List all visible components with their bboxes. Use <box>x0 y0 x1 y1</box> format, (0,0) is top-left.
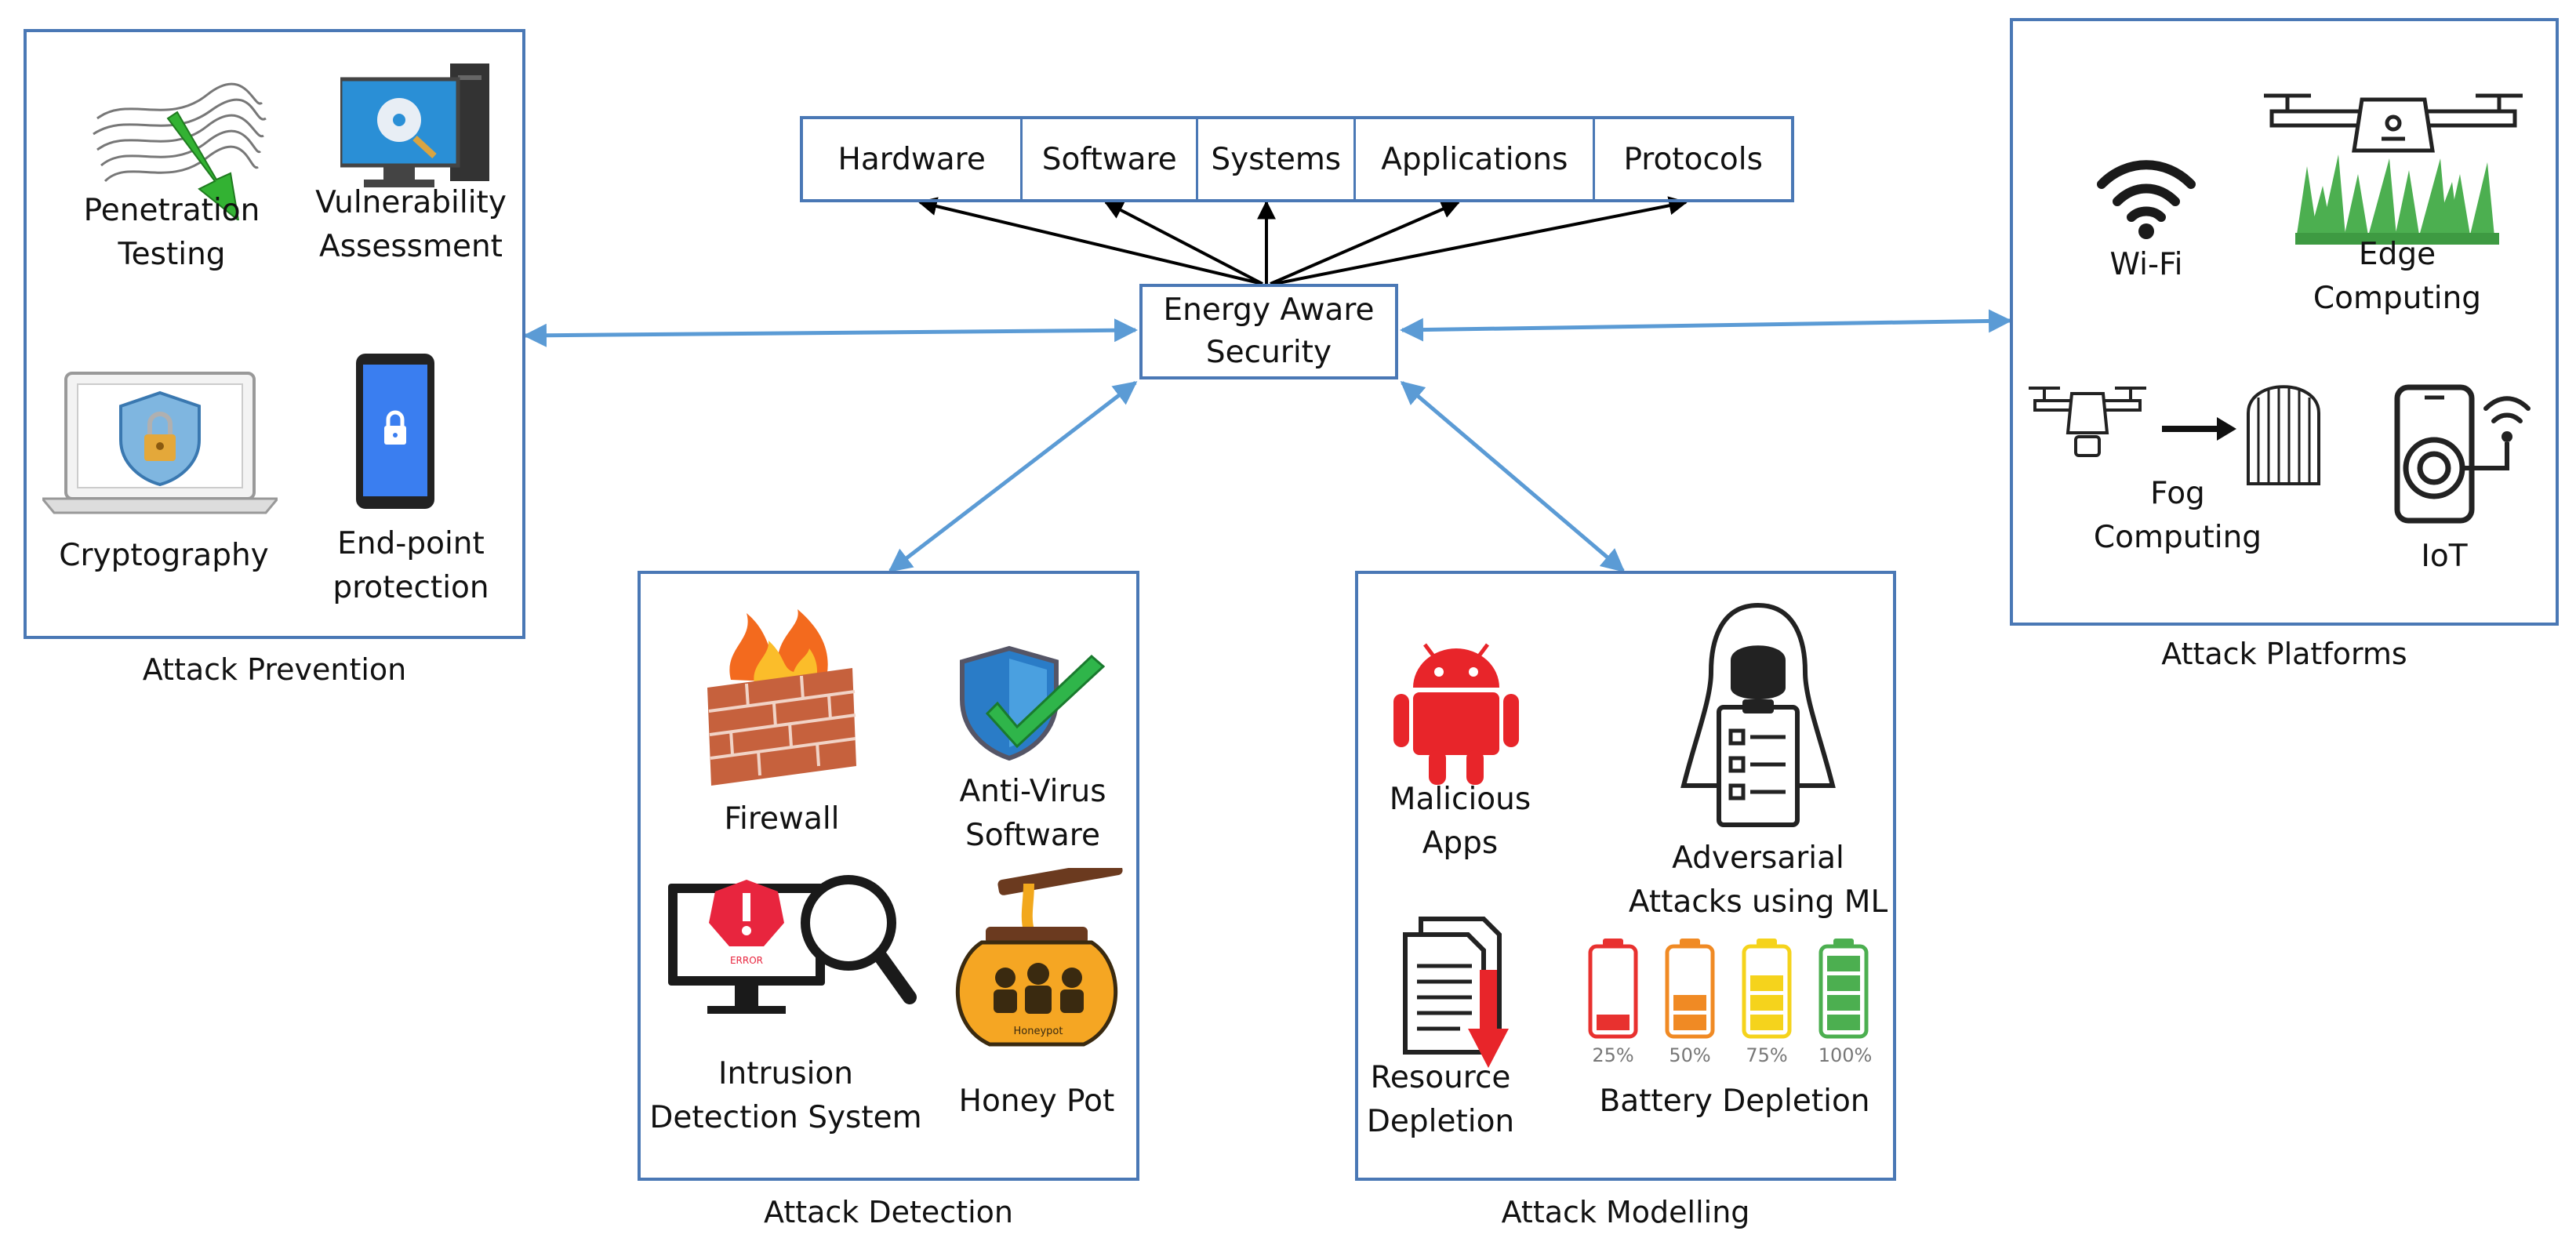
layer-hardware: Hardware <box>803 119 1023 199</box>
center-title: Energy Aware Security <box>1163 292 1375 370</box>
system-layers-bar: Hardware Software Systems Applications P… <box>800 116 1794 202</box>
hacker-icon <box>1680 602 1836 827</box>
battery-50-icon <box>1665 939 1715 1039</box>
ids-error-text: ERROR <box>730 955 763 966</box>
panel-arrows <box>523 309 2012 572</box>
malicious-apps-label: Malicious Apps <box>1389 782 1531 861</box>
layer-software: Software <box>1023 119 1199 199</box>
attack-detection-panel: Firewall Anti-Virus Software ERROR Intru… <box>638 571 1139 1181</box>
honeypot-badge-text: Honeypot <box>1014 1026 1063 1037</box>
energy-aware-security-node: Energy Aware Security <box>1139 284 1398 379</box>
end-point-protection-icon <box>356 354 434 509</box>
battery-level-25: 25% <box>1592 1044 1634 1066</box>
attack-platforms-caption: Attack Platforms <box>2161 637 2407 671</box>
penetration-testing-icon <box>93 82 267 220</box>
intrusion-detection-label: Intrusion Detection System <box>649 1056 922 1135</box>
fog-computing-icon <box>2029 385 2320 485</box>
battery-25 <box>1586 939 1640 1056</box>
fog-computing-label: Fog Computing <box>2093 476 2262 555</box>
adversarial-attacks-label: Adversarial Attacks using ML <box>1628 841 1888 920</box>
battery-level-75: 75% <box>1746 1044 1788 1066</box>
attack-prevention-caption: Attack Prevention <box>142 652 407 687</box>
battery-level-50: 50% <box>1669 1044 1711 1066</box>
layer-applications: Applications <box>1356 119 1596 199</box>
penetration-testing-label: Penetration Testing <box>83 193 260 272</box>
edge-computing-icon <box>2264 93 2523 245</box>
firewall-icon <box>707 609 856 786</box>
battery-level-labels: 25% 50% 75% 100% <box>1586 1044 1884 1068</box>
cryptography-icon <box>42 372 278 514</box>
iot-label: IoT <box>2421 539 2468 574</box>
vulnerability-assessment-icon <box>340 64 489 187</box>
anti-virus-icon <box>960 645 1106 761</box>
android-icon <box>1393 643 1519 785</box>
battery-group <box>1586 939 1884 1056</box>
battery-75-icon <box>1742 939 1792 1039</box>
wifi-icon <box>2097 160 2196 239</box>
battery-25-icon <box>1588 939 1638 1039</box>
layer-systems: Systems <box>1198 119 1357 199</box>
vulnerability-assessment-label: Vulnerability Assessment <box>315 185 507 264</box>
wifi-label: Wi-Fi <box>2109 247 2183 282</box>
firewall-label: Firewall <box>724 801 840 837</box>
attack-platforms-panel: Wi-Fi Edge Computing <box>2010 18 2559 626</box>
honey-pot-icon: Honeypot <box>955 868 1123 1047</box>
battery-50 <box>1662 939 1717 1056</box>
battery-level-100: 100% <box>1818 1044 1873 1066</box>
anti-virus-label: Anti-Virus Software <box>959 774 1106 853</box>
top-arrows <box>917 196 1688 285</box>
cryptography-label: Cryptography <box>59 538 269 573</box>
end-point-protection-label: End-point protection <box>332 526 489 605</box>
honey-pot-label: Honey Pot <box>958 1084 1115 1119</box>
resource-depletion-icon <box>1403 917 1509 1068</box>
battery-depletion-label: Battery Depletion <box>1599 1084 1870 1119</box>
layer-protocols: Protocols <box>1623 141 1763 177</box>
attack-prevention-panel: Penetration Testing Vulnerability Assess… <box>24 29 525 639</box>
attack-detection-caption: Attack Detection <box>764 1195 1013 1229</box>
intrusion-detection-icon: ERROR <box>668 875 917 1014</box>
resource-depletion-label: Resource Depletion <box>1366 1060 1515 1139</box>
edge-computing-label: Edge Computing <box>2313 237 2482 316</box>
iot-icon <box>2394 384 2531 524</box>
battery-75 <box>1739 939 1794 1056</box>
attack-modelling-caption: Attack Modelling <box>1501 1195 1750 1229</box>
battery-100 <box>1816 939 1871 1056</box>
battery-100-icon <box>1818 939 1869 1039</box>
attack-modelling-panel: Malicious Apps Adversarial Attacks using… <box>1355 571 1896 1181</box>
